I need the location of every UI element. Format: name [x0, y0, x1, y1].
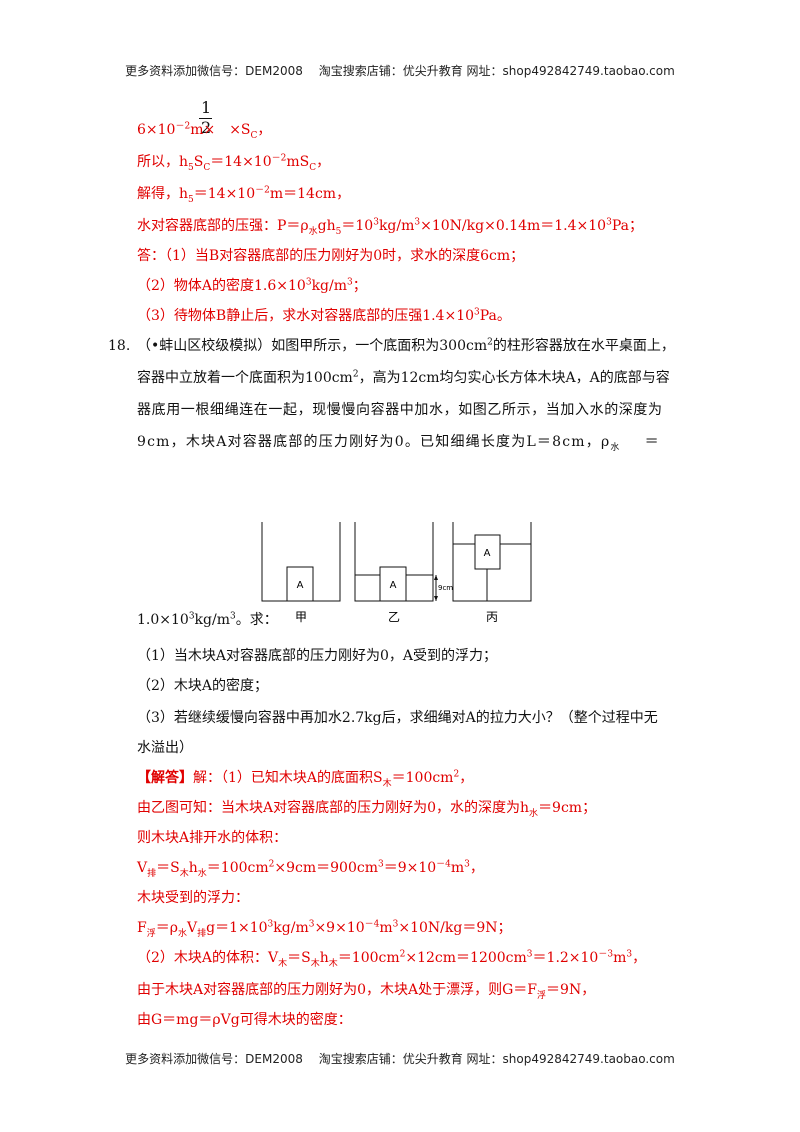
- container-yi: A 9cm: [354, 522, 453, 602]
- label-jia: 甲: [295, 610, 307, 624]
- fraction-bar: [199, 118, 212, 119]
- question-3a: （3）若继续缓慢向容器中再加水2.7kg后，求细绳对A的拉力大小？（整个过程中无: [137, 710, 658, 726]
- solution-answer-1: 答：（1）当B对容器底部的压力刚好为0时，求水的深度6cm；: [137, 248, 525, 264]
- label-yi: 乙: [388, 610, 400, 624]
- answer-line-7: （2）木块A的体积：V木＝S木h木＝100cm2×12cm＝1200cm3＝1.…: [137, 949, 647, 969]
- block-a-label-yi: A: [390, 580, 397, 591]
- fraction-numerator: 1: [201, 98, 212, 117]
- block-a-label-bing: A: [484, 548, 491, 559]
- answer-line-3: 则木块A排开水的体积：: [137, 830, 288, 846]
- answer-line-1: 【解答】解：（1）已知木块A的底面积S木＝100cm2，: [137, 769, 474, 789]
- problem-line-4: 9cm，木块A对容器底部的压力刚好为0。已知细绳长度为L＝8cm，ρ水＝: [137, 434, 660, 453]
- solution-line-2: 所以，h5SC＝14×10－2mSC，: [137, 153, 331, 173]
- depth-label: 9cm: [438, 584, 453, 592]
- answer-line-9: 由G＝mg＝ρVg可得木块的密度：: [137, 1012, 352, 1028]
- problem-line-1: （•蚌山区校级模拟）如图甲所示，一个底面积为300cm2的柱形容器放在水平桌面上…: [137, 337, 675, 354]
- page-header: 更多资料添加微信号：DEM2008 淘宝搜索店铺：优尖升教育 网址：shop49…: [125, 64, 675, 78]
- question-1: （1）当木块A对容器底部的压力刚好为0，A受到的浮力；: [137, 648, 498, 664]
- problem-line-3: 器底用一根细绳连在一起，现慢慢向容器中加水，如图乙所示，当加入水的深度为: [137, 402, 663, 418]
- page-footer: 更多资料添加微信号：DEM2008 淘宝搜索店铺：优尖升教育 网址：shop49…: [125, 1052, 675, 1066]
- question-3b: 水溢出）: [137, 740, 193, 756]
- label-bing: 丙: [486, 610, 498, 624]
- block-a-jia: [286, 566, 314, 602]
- container-diagram: A A 9cm A 甲 乙 丙: [261, 522, 532, 624]
- solution-line-3: 解得，h5＝14×10－2m＝14cm，: [137, 185, 351, 205]
- solution-answer-3: （3）待物体B静止后，求水对容器底部的压强1.4×103Pa。: [137, 307, 511, 324]
- block-a-yi: [379, 566, 407, 602]
- problem-line-5: 1.0×103kg/m3。求：: [137, 611, 278, 628]
- answer-line-6: F浮＝ρ水V排g＝1×103kg/m3×9×10－4m3×10N/kg＝9N；: [137, 919, 512, 939]
- block-a-label-jia: A: [297, 580, 304, 591]
- problem-number: 18.: [108, 338, 131, 354]
- question-2: （2）木块A的密度；: [137, 678, 269, 694]
- container-bing: A: [452, 522, 532, 602]
- answer-line-4: V排＝S木h水＝100cm2×9cm＝900cm3＝9×10－4m3，: [137, 859, 484, 879]
- solution-line-1: 6×10－2m××SC，: [137, 121, 272, 141]
- answer-line-8: 由于木块A对容器底部的压力刚好为0，木块A处于漂浮，则G＝F浮＝9N，: [137, 982, 596, 1001]
- container-jia: A: [261, 522, 341, 602]
- answer-line-5: 木块受到的浮力：: [137, 890, 249, 906]
- fraction-denominator: 2: [201, 118, 212, 137]
- solution-line-4: 水对容器底部的压强：P＝ρ水gh5＝103kg/m3×10N/kg×0.14m＝…: [137, 217, 643, 237]
- problem-line-2: 容器中立放着一个底面积为100cm2，高为12cm均匀实心长方体木块A，A的底部…: [137, 369, 670, 386]
- answer-line-2: 由乙图可知：当木块A对容器底部的压力刚好为0，水的深度为h水＝9cm；: [137, 800, 597, 819]
- solution-answer-2: （2）物体A的密度1.6×103kg/m3；: [137, 277, 367, 294]
